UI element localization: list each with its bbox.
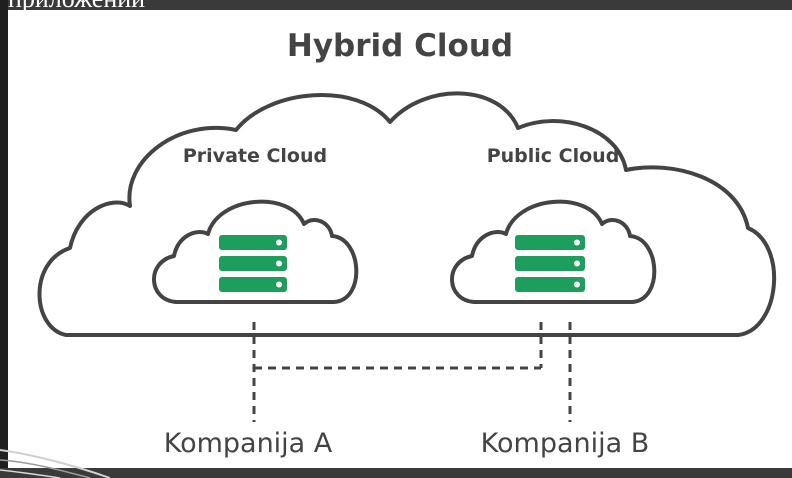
- diagram-canvas: Hybrid Cloud Private Cloud Public Cloud …: [37, 28, 777, 459]
- diagram-title: Hybrid Cloud: [287, 28, 513, 64]
- private-server-icon: [219, 235, 287, 292]
- hybrid-cloud-outline: [37, 91, 777, 337]
- frame-bottom-bar: [0, 468, 792, 478]
- public-cloud-label: Public Cloud: [487, 145, 620, 167]
- frame-top-bar: [0, 0, 792, 10]
- public-server-icon: [515, 235, 585, 292]
- frame-left-bar: [0, 0, 8, 478]
- private-cloud-label: Private Cloud: [183, 145, 327, 167]
- hybrid-cloud-diagram: Hybrid Cloud Private Cloud Public Cloud …: [8, 10, 792, 468]
- corner-swoosh-decoration: [0, 449, 110, 478]
- top-caption-text: приложений: [8, 0, 145, 12]
- company-a-label: Kompanija A: [164, 428, 333, 459]
- private-cloud-outline: [152, 199, 359, 304]
- public-cloud-outline: [450, 199, 657, 304]
- company-b-label: Kompanija B: [481, 428, 650, 459]
- dashed-connectors: [252, 322, 572, 422]
